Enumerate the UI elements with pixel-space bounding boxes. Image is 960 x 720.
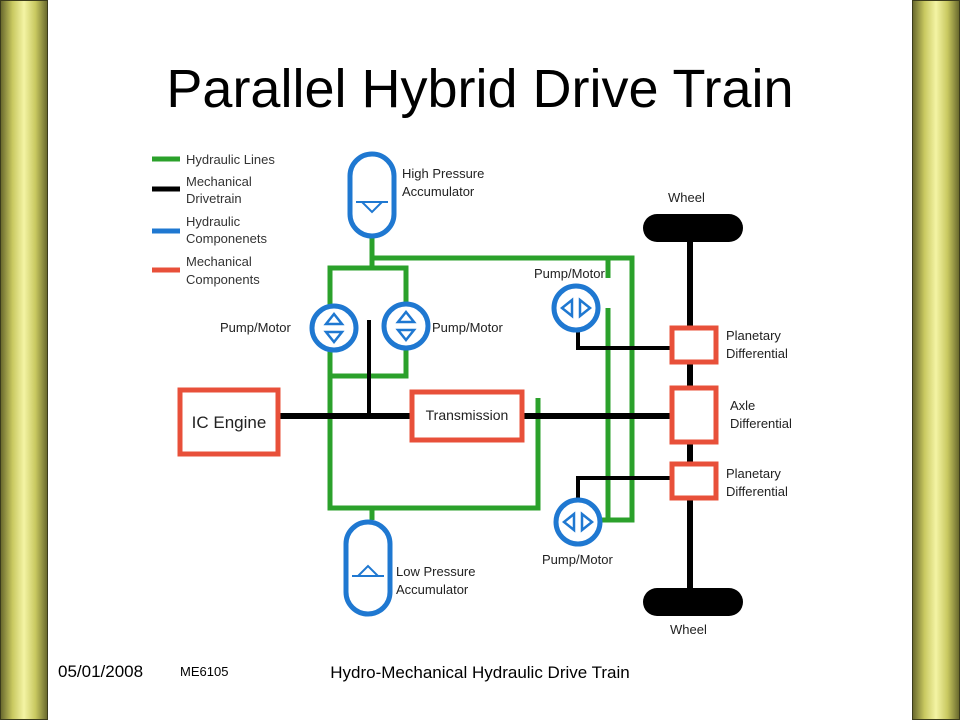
- axle-label: Axle: [730, 398, 755, 413]
- legend-label: Drivetrain: [186, 191, 242, 206]
- pump-motor-top-label: Pump/Motor: [534, 266, 605, 281]
- hp-accumulator-label: High Pressure: [402, 166, 484, 181]
- wheel-bottom: [643, 588, 743, 616]
- pump-motor-right-label: Pump/Motor: [432, 320, 503, 335]
- axle-differential: [669, 385, 719, 445]
- wheel-bottom-label: Wheel: [670, 622, 707, 637]
- slide-title: Parallel Hybrid Drive Train: [166, 59, 794, 119]
- footer-title: Hydro-Mechanical Hydraulic Drive Train: [330, 663, 630, 682]
- footer-date: 05/01/2008: [58, 662, 144, 681]
- planetary-differential-top: [669, 325, 719, 365]
- low-pressure-accumulator: [343, 519, 393, 617]
- wheel-top: [643, 214, 743, 242]
- pump-motor-bottom: [553, 497, 603, 547]
- wheel-top-label: Wheel: [668, 190, 705, 205]
- lp-accumulator-label: Low Pressure: [396, 564, 475, 579]
- legend-label: Componenets: [186, 231, 267, 246]
- footer-course: ME6105: [180, 664, 229, 679]
- axle-label: Differential: [730, 416, 792, 431]
- planetary-differential-bottom: [669, 461, 719, 501]
- transmission-box: [409, 389, 525, 443]
- left-decor-bar: [0, 0, 48, 720]
- legend-label: Components: [186, 272, 260, 287]
- planetary-top-label: Differential: [726, 346, 788, 361]
- pump-motor-bottom-label: Pump/Motor: [542, 552, 613, 567]
- ic-engine-label: IC Engine: [192, 413, 267, 432]
- pump-motor-top: [551, 283, 601, 333]
- high-pressure-accumulator: [347, 151, 397, 239]
- ic-engine-box: [177, 387, 281, 457]
- diagram-svg: Hydraulic Lines Mechanical Drivetrain Hy…: [152, 151, 792, 637]
- legend-label: Hydraulic: [186, 214, 241, 229]
- right-decor-bar: [912, 0, 960, 720]
- planetary-bottom-label: Planetary: [726, 466, 781, 481]
- hp-accumulator-label: Accumulator: [402, 184, 475, 199]
- legend-label: Hydraulic Lines: [186, 152, 275, 167]
- lp-accumulator-label: Accumulator: [396, 582, 469, 597]
- legend: Hydraulic Lines Mechanical Drivetrain Hy…: [152, 152, 275, 287]
- hydraulic-lines: [327, 236, 635, 523]
- pump-motor-left: [309, 303, 359, 353]
- transmission-label: Transmission: [426, 407, 509, 423]
- planetary-bottom-label: Differential: [726, 484, 788, 499]
- legend-label: Mechanical: [186, 254, 252, 269]
- pump-motor-left-label: Pump/Motor: [220, 320, 291, 335]
- legend-label: Mechanical: [186, 174, 252, 189]
- drive-train-diagram: Hydraulic Lines Mechanical Drivetrain Hy…: [150, 148, 810, 638]
- planetary-top-label: Planetary: [726, 328, 781, 343]
- pump-motor-right: [381, 301, 431, 351]
- mechanical-drivetrain: [280, 228, 693, 598]
